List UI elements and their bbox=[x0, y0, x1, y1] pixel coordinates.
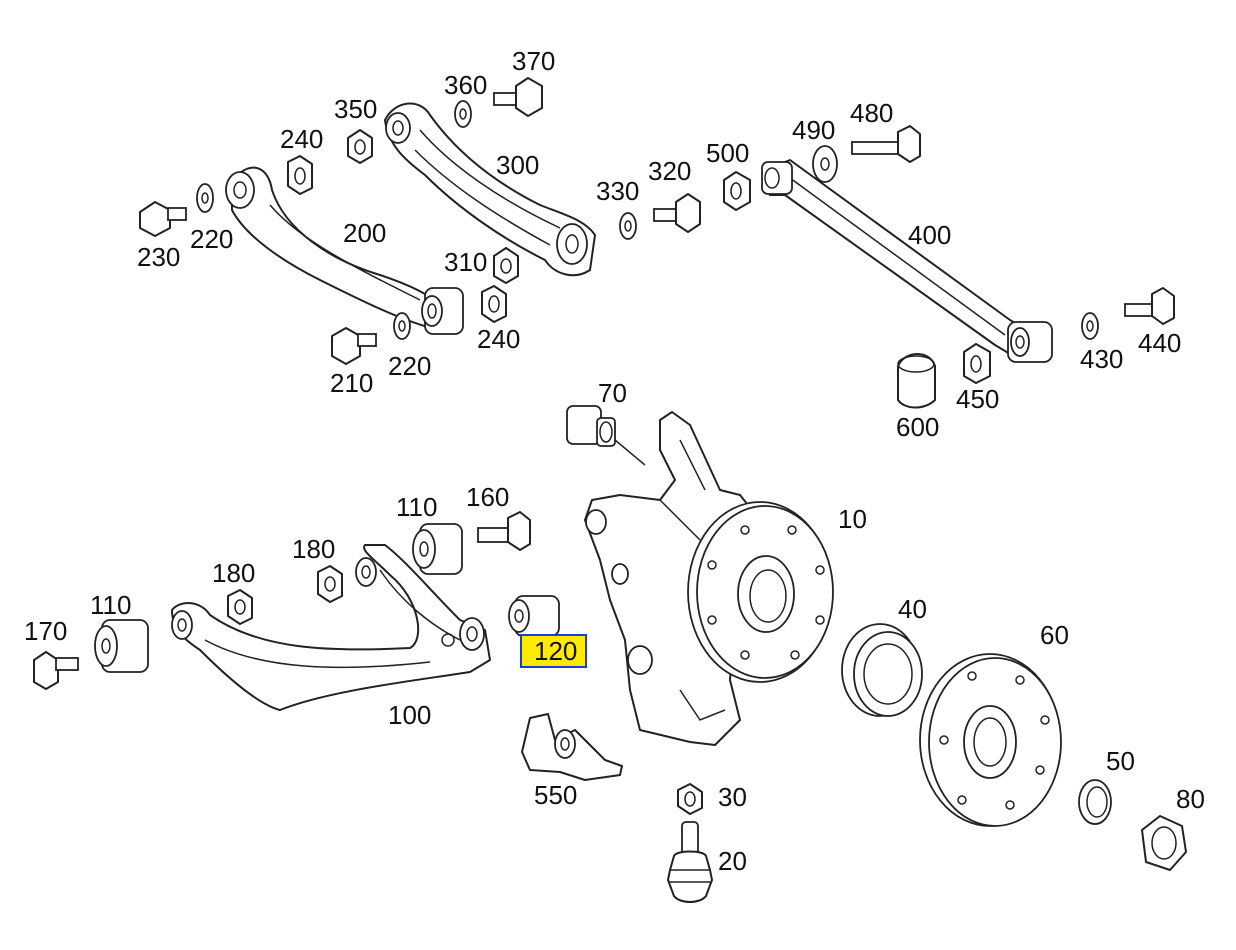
label-320[interactable]: 320 bbox=[648, 156, 692, 186]
wheel-bearing-40[interactable] bbox=[841, 623, 923, 717]
label-240-top[interactable]: 240 bbox=[280, 124, 324, 154]
bolt-480[interactable] bbox=[851, 125, 921, 163]
nut-350[interactable] bbox=[347, 129, 373, 164]
ball-joint-20[interactable] bbox=[667, 821, 713, 903]
hub-flange-10[interactable] bbox=[687, 501, 834, 683]
bolt-320[interactable] bbox=[653, 193, 701, 233]
label-60[interactable]: 60 bbox=[1040, 620, 1069, 650]
nut-310[interactable] bbox=[493, 247, 519, 284]
bolt-170[interactable] bbox=[33, 651, 79, 690]
label-120-highlighted[interactable]: 120 bbox=[520, 634, 588, 668]
label-550[interactable]: 550 bbox=[534, 780, 578, 810]
label-310[interactable]: 310 bbox=[444, 247, 488, 277]
label-220-top[interactable]: 220 bbox=[190, 224, 234, 254]
label-160[interactable]: 160 bbox=[466, 482, 510, 512]
washer-360[interactable] bbox=[454, 100, 472, 128]
label-330[interactable]: 330 bbox=[596, 176, 640, 206]
label-210[interactable]: 210 bbox=[330, 368, 374, 398]
label-440[interactable]: 440 bbox=[1138, 328, 1182, 358]
bushing-110-lower[interactable] bbox=[94, 619, 149, 673]
bushing-110-upper[interactable] bbox=[412, 523, 463, 575]
washer-430[interactable] bbox=[1081, 312, 1099, 340]
washer-220-bottom[interactable] bbox=[393, 312, 411, 340]
label-480[interactable]: 480 bbox=[850, 98, 894, 128]
label-300[interactable]: 300 bbox=[496, 150, 540, 180]
label-40[interactable]: 40 bbox=[898, 594, 927, 624]
nut-180-b[interactable] bbox=[317, 565, 343, 603]
cap-600[interactable] bbox=[897, 353, 936, 409]
bracket-550[interactable] bbox=[521, 713, 623, 781]
label-70[interactable]: 70 bbox=[598, 378, 627, 408]
label-180[interactable]: 180 bbox=[212, 558, 256, 588]
bolt-160[interactable] bbox=[477, 511, 531, 551]
bolt-440[interactable] bbox=[1124, 287, 1175, 325]
label-170[interactable]: 170 bbox=[24, 616, 68, 646]
label-230[interactable]: 230 bbox=[137, 242, 181, 272]
label-500[interactable]: 500 bbox=[706, 138, 750, 168]
bolt-370[interactable] bbox=[493, 77, 543, 117]
nut-180[interactable] bbox=[227, 589, 253, 625]
label-450[interactable]: 450 bbox=[956, 384, 1000, 414]
label-370[interactable]: 370 bbox=[512, 46, 556, 76]
hub-nut-80[interactable] bbox=[1141, 815, 1187, 871]
label-200[interactable]: 200 bbox=[343, 218, 387, 248]
nut-450[interactable] bbox=[963, 343, 991, 384]
nut-30[interactable] bbox=[677, 783, 703, 815]
circlip-50[interactable] bbox=[1078, 779, 1112, 825]
nut-240-top[interactable] bbox=[287, 155, 313, 195]
label-10[interactable]: 10 bbox=[838, 504, 867, 534]
control-arm-200[interactable] bbox=[225, 166, 464, 335]
label-350[interactable]: 350 bbox=[334, 94, 378, 124]
control-arm-100[interactable] bbox=[171, 544, 491, 711]
label-110-upper[interactable]: 110 bbox=[396, 492, 438, 522]
control-arm-300[interactable] bbox=[384, 102, 596, 277]
label-110-lower[interactable]: 110 bbox=[90, 590, 132, 620]
label-490[interactable]: 490 bbox=[792, 115, 836, 145]
washer-330[interactable] bbox=[619, 212, 637, 240]
label-180-b[interactable]: 180 bbox=[292, 534, 336, 564]
label-80[interactable]: 80 bbox=[1176, 784, 1205, 814]
label-20[interactable]: 20 bbox=[718, 846, 747, 876]
label-50[interactable]: 50 bbox=[1106, 746, 1135, 776]
label-430[interactable]: 430 bbox=[1080, 344, 1124, 374]
label-220-bottom[interactable]: 220 bbox=[388, 351, 432, 381]
tie-rod-400[interactable] bbox=[761, 159, 1053, 363]
washer-220-top[interactable] bbox=[196, 183, 214, 213]
label-600[interactable]: 600 bbox=[896, 412, 940, 442]
label-400[interactable]: 400 bbox=[908, 220, 952, 250]
wheel-hub-60[interactable] bbox=[919, 653, 1062, 827]
label-240-bottom[interactable]: 240 bbox=[477, 324, 521, 354]
nut-500[interactable] bbox=[723, 171, 751, 211]
nut-240-bottom[interactable] bbox=[481, 285, 507, 323]
bolt-230[interactable] bbox=[139, 201, 187, 237]
label-30[interactable]: 30 bbox=[718, 782, 747, 812]
bushing-120[interactable] bbox=[508, 595, 560, 637]
label-360[interactable]: 360 bbox=[444, 70, 488, 100]
label-100[interactable]: 100 bbox=[388, 700, 432, 730]
washer-490[interactable] bbox=[812, 145, 838, 183]
bushing-70[interactable] bbox=[566, 405, 646, 466]
bolt-210[interactable] bbox=[331, 327, 377, 365]
